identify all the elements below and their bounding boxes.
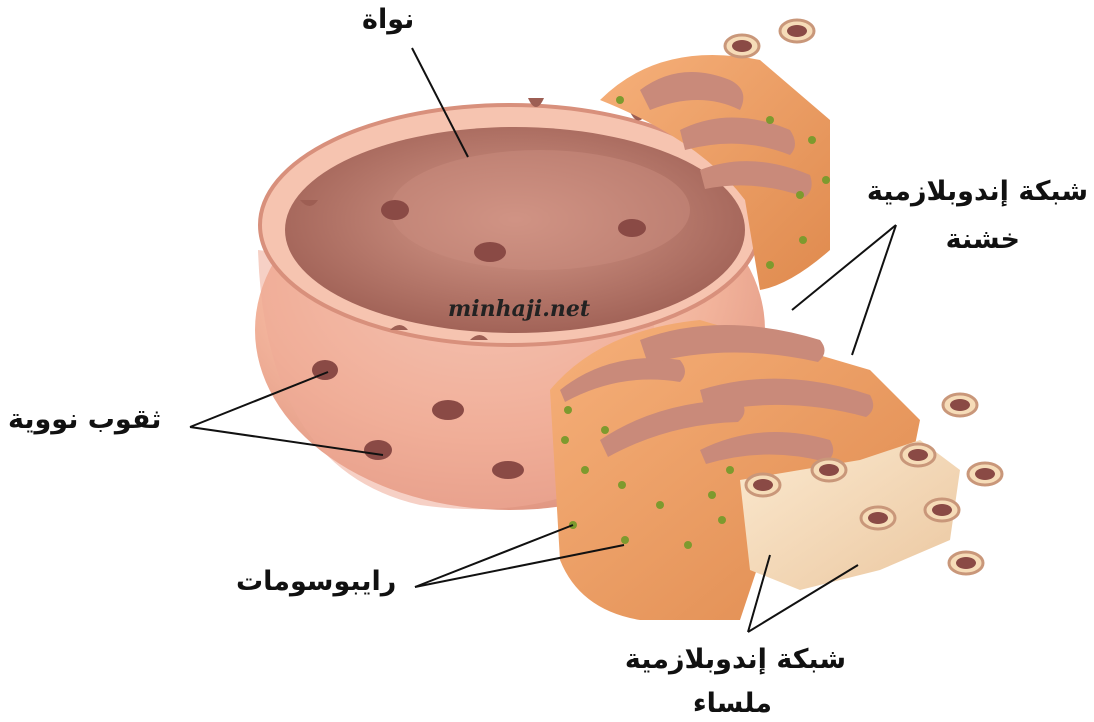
smooth-er-tube [861, 507, 895, 529]
label-ribosomes: رايبوسومات [236, 566, 396, 598]
ribosome [581, 466, 589, 474]
nuclear-pore [618, 219, 646, 237]
ribosome [616, 96, 624, 104]
ribosome [796, 191, 804, 199]
ribosome [564, 406, 572, 414]
watermark: minhaji.net [448, 296, 590, 322]
nuclear-pore [381, 200, 409, 220]
label-rough-er-line1: شبكة إندوبلازمية [867, 176, 1088, 208]
ribosome [718, 516, 726, 524]
label-nuclear-pores: ثقوب نووية [8, 404, 161, 436]
ribosome [561, 436, 569, 444]
ribosome [808, 136, 816, 144]
smooth-er-tube [943, 394, 977, 416]
nuclear-pore [364, 440, 392, 460]
nuclear-pore [492, 461, 524, 479]
ribosome [621, 536, 629, 544]
ribosome [708, 491, 716, 499]
nuclear-pore [474, 242, 506, 262]
ribosome [766, 261, 774, 269]
leader-line-rough-er-2 [852, 225, 896, 355]
label-smooth-er-line2: ملساء [693, 688, 772, 720]
ribosome [766, 116, 774, 124]
label-rough-er-line2: خشنة [946, 224, 1020, 256]
label-smooth-er-line1: شبكة إندوبلازمية [625, 644, 846, 676]
smooth-er-tube [925, 499, 959, 521]
leader-line-ribosome-1 [415, 525, 573, 587]
smooth-er-tube [780, 20, 814, 42]
smooth-er-tube [949, 552, 983, 574]
ribosome [656, 501, 664, 509]
smooth-er-tube [901, 444, 935, 466]
ribosome [601, 426, 609, 434]
smooth-er-tube [968, 463, 1002, 485]
nuclear-pore [432, 400, 464, 420]
smooth-er-tube [812, 459, 846, 481]
ribosome [799, 236, 807, 244]
label-nucleus: نواة [362, 4, 414, 36]
ribosome [618, 481, 626, 489]
smooth-er-tube [725, 35, 759, 57]
ribosome [726, 466, 734, 474]
ribosome [684, 541, 692, 549]
ribosome [822, 176, 830, 184]
smooth-er-tube [746, 474, 780, 496]
